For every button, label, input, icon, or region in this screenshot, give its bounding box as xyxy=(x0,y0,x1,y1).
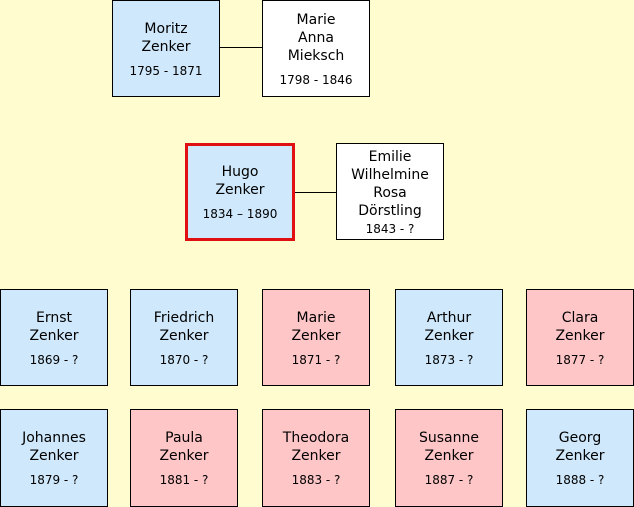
person-dates: 1887 - ? xyxy=(424,473,474,487)
person-box-child: Clara Zenker 1877 - ? xyxy=(526,289,634,386)
person-name: Ernst Zenker xyxy=(29,309,79,344)
person-box-child: Johannes Zenker 1879 - ? xyxy=(0,409,108,507)
person-name: Hugo Zenker xyxy=(215,164,265,198)
person-box-child: Ernst Zenker 1869 - ? xyxy=(0,289,108,386)
person-name: Paula Zenker xyxy=(159,430,209,464)
person-dates: 1879 - ? xyxy=(29,473,79,487)
person-box-child: Susanne Zenker 1887 - ? xyxy=(395,409,503,507)
person-dates: 1877 - ? xyxy=(555,352,605,367)
person-name: Susanne Zenker xyxy=(419,430,479,464)
person-name: Arthur Zenker xyxy=(424,309,474,344)
person-dates: 1843 - ? xyxy=(365,221,415,236)
person-box-spouse: Emilie Wilhelmine Rosa Dörstling 1843 - … xyxy=(336,143,444,240)
person-box-mother: Marie Anna Mieksch 1798 - 1846 xyxy=(262,0,370,97)
person-name: Clara Zenker xyxy=(555,309,605,344)
person-box-child: Friedrich Zenker 1870 - ? xyxy=(130,289,238,386)
person-box-child: Marie Zenker 1871 - ? xyxy=(262,289,370,386)
person-name: Emilie Wilhelmine Rosa Dörstling xyxy=(351,148,429,219)
person-name: Moritz Zenker xyxy=(141,20,191,55)
person-name: Marie Anna Mieksch xyxy=(287,11,345,64)
person-dates: 1883 - ? xyxy=(291,473,341,487)
person-dates: 1795 - 1871 xyxy=(129,63,203,78)
person-dates: 1888 - ? xyxy=(555,473,605,487)
person-dates: 1869 - ? xyxy=(29,352,79,367)
person-name: Johannes Zenker xyxy=(22,430,86,464)
person-name: Friedrich Zenker xyxy=(153,309,215,344)
person-box-child: Arthur Zenker 1873 - ? xyxy=(395,289,503,386)
person-dates: 1834 – 1890 xyxy=(202,207,278,221)
person-dates: 1871 - ? xyxy=(291,352,341,367)
person-name: Marie Zenker xyxy=(291,309,341,344)
person-name: Georg Zenker xyxy=(555,430,605,464)
person-box-child: Paula Zenker 1881 - ? xyxy=(130,409,238,507)
person-dates: 1798 - 1846 xyxy=(279,72,353,87)
person-dates: 1881 - ? xyxy=(159,473,209,487)
person-name: Theodora Zenker xyxy=(282,430,350,464)
person-dates: 1873 - ? xyxy=(424,352,474,367)
person-box-focus: Hugo Zenker 1834 – 1890 xyxy=(185,143,295,241)
person-box-child: Theodora Zenker 1883 - ? xyxy=(262,409,370,507)
person-dates: 1870 - ? xyxy=(159,352,209,367)
person-box-child: Georg Zenker 1888 - ? xyxy=(526,409,634,507)
person-box-father: Moritz Zenker 1795 - 1871 xyxy=(112,0,220,97)
marriage-line-focus xyxy=(295,192,336,193)
marriage-line-parents xyxy=(220,47,262,48)
